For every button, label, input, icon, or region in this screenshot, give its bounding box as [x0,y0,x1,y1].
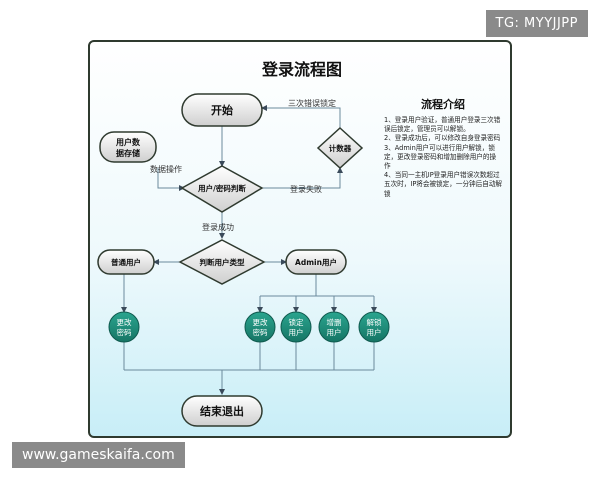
label-login-success: 登录成功 [202,222,234,232]
svg-text:普通用户: 普通用户 [111,257,141,267]
op-admin-change-password: 更改 密码 [244,311,276,343]
intro-item-1: 1、登录用户验证，普通用户登录三次错误后锁定，管理员可以解锁。 [384,116,501,134]
edge-counter-start [261,105,341,128]
svg-text:密码: 密码 [117,327,132,337]
node-judge-type: 判断用户类型 [178,239,266,285]
label-lock-after-three: 三次错误锁定 [288,98,336,108]
svg-text:结束退出: 结束退出 [199,404,244,418]
svg-text:更改: 更改 [117,317,132,327]
svg-text:用户: 用户 [289,327,304,337]
svg-text:更改: 更改 [253,317,268,327]
diagram-panel: 登录流程图 [88,40,512,438]
edge-store-check [157,168,185,191]
intro-title: 流程介绍 [421,98,465,111]
watermark-tg: TG: MYYJJPP [485,10,588,37]
edge-check-counter [258,167,343,189]
svg-text:据存储: 据存储 [116,148,140,158]
intro-item-2: 2、登录成功后，可以修改自身登录密码 [384,134,501,143]
node-counter: 计数器 [316,126,364,170]
svg-text:用户数: 用户数 [115,137,141,147]
svg-text:用户: 用户 [367,327,382,337]
node-admin-user: Admin用户 [285,249,347,275]
intro-item-4: 4、当同一主机IP登录用户错误次数超过五次时，IP将会被锁定，一分钟后自动解锁 [384,171,503,198]
label-data-op: 数据操作 [150,164,182,174]
op-admin-unlock-user: 解锁 用户 [358,311,390,343]
node-start: 开始 [181,93,263,127]
svg-text:锁定: 锁定 [289,317,304,327]
svg-text:计数器: 计数器 [329,143,352,153]
op-normal-change-password: 更改 密码 [108,311,140,343]
svg-text:Admin用户: Admin用户 [295,257,337,267]
watermark-site: www.gameskaifa.com [12,442,185,468]
flowchart: 三次错误锁定 登录失败 数据操作 登录成功 开始 用户数 据存储 计数器 用户/… [97,93,390,427]
svg-text:密码: 密码 [253,327,268,337]
op-admin-lock-user: 锁定 用户 [280,311,312,343]
intro-panel: 流程介绍 1、登录用户验证，普通用户登录三次错误后锁定，管理员可以解锁。 2、登… [384,96,502,199]
label-login-fail: 登录失败 [290,184,322,194]
svg-text:用户: 用户 [327,327,342,337]
svg-text:用户/密码判断: 用户/密码判断 [198,183,246,193]
diagram-title: 登录流程图 [261,60,342,79]
svg-text:判断用户类型: 判断用户类型 [200,257,245,267]
svg-text:开始: 开始 [211,103,233,117]
svg-text:解锁: 解锁 [367,317,382,327]
node-check: 用户/密码判断 [180,165,264,213]
svg-text:增删: 增删 [327,317,342,327]
node-user-store: 用户数 据存储 [99,131,157,163]
op-admin-add-delete-user: 增删 用户 [318,311,350,343]
node-normal-user: 普通用户 [97,249,155,275]
intro-item-3: 3、Admin用户可以进行用户解锁，锁定，更改登录密码和增加删除用户的操作 [384,143,497,171]
node-end: 结束退出 [181,395,263,427]
